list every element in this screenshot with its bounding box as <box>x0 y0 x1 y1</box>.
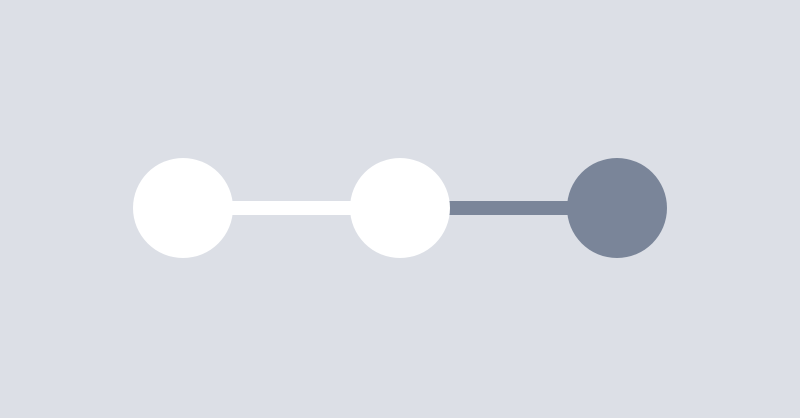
step-3-circle[interactable] <box>567 158 667 258</box>
step-connector-2 <box>400 201 617 215</box>
step-1-circle[interactable] <box>133 158 233 258</box>
step-2-circle[interactable] <box>350 158 450 258</box>
step-connector-1 <box>183 201 400 215</box>
